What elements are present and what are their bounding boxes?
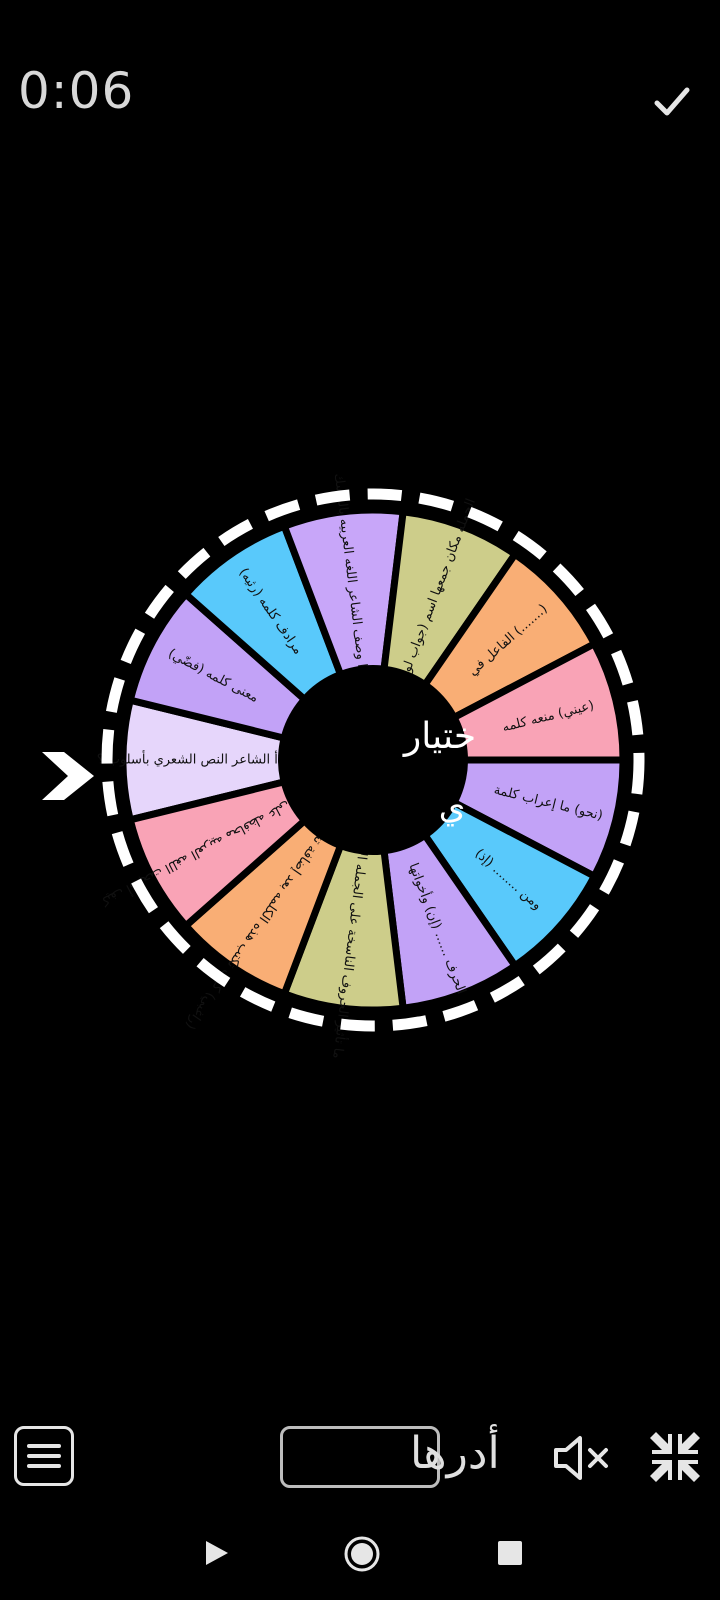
triangle-back-icon[interactable]	[200, 1537, 232, 1569]
exit-fullscreen-icon[interactable]	[646, 1428, 704, 1486]
check-icon[interactable]	[652, 82, 692, 122]
spin-button[interactable]	[280, 1426, 440, 1488]
square-recent-icon[interactable]	[497, 1540, 523, 1566]
spin-button-label: أدرها	[410, 1428, 500, 1479]
circle-home-icon[interactable]	[343, 1535, 381, 1573]
center-text-line1: ختيار	[402, 716, 476, 757]
wheel-segment	[119, 695, 374, 825]
wheel-segment-label: بدأ الشاعر النص الشعري بأسلوب.؟	[97, 750, 289, 768]
center-text-line2: ي	[439, 787, 466, 827]
hamburger-menu-icon[interactable]	[14, 1426, 74, 1486]
speaker-muted-icon[interactable]	[552, 1430, 614, 1486]
wheel-hub	[278, 665, 468, 855]
chevron-right-icon	[42, 752, 94, 800]
wheel-rim	[101, 488, 645, 1032]
timer-display: 0:06	[18, 62, 135, 120]
